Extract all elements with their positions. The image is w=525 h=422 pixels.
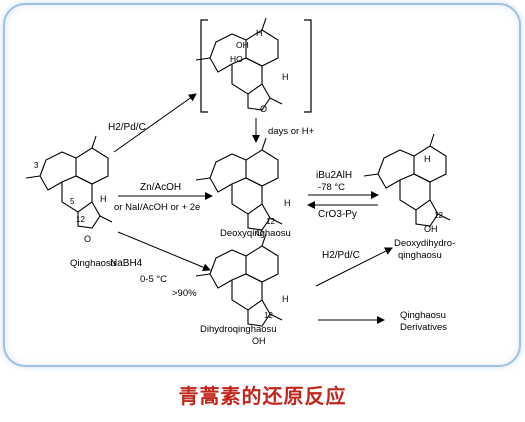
atom-oh-dihydro: OH: [252, 336, 266, 346]
label-qinghaosu: Qinghaosu: [70, 258, 116, 269]
label-derivatives-line2: Derivatives: [400, 322, 447, 333]
atom-number-12-deoxy: 12: [266, 217, 275, 226]
atom-ho-intermediate: HO: [230, 54, 243, 64]
atom-h-qinghaosu: H: [100, 194, 107, 204]
reagent-ibu2alh: iBu2AlH: [316, 170, 352, 181]
atom-h-deoxydihydro: H: [424, 154, 431, 164]
diagram-frame: [3, 3, 521, 367]
atom-h-dihydro: H: [282, 294, 289, 304]
arrow-qinghaosu-to-dihydro: [117, 231, 211, 272]
atom-number-12-qinghaosu: 12: [76, 215, 85, 224]
atom-carbonyl-o-deoxy: O: [256, 228, 263, 238]
atom-carbonyl-o-qinghaosu: O: [84, 234, 91, 244]
atom-h-intermediate-top: H: [256, 28, 263, 38]
label-dihydroqinghaosu: Dihydroqinghaosu: [200, 324, 277, 335]
reaction-scheme: H2/Pd/C days or H+ Zn/AcOH or NaI/AcOH o…: [25, 17, 455, 346]
reagent-yield-1: >90%: [172, 288, 197, 299]
atom-carbonyl-o-intermediate: O: [260, 104, 267, 114]
label-deoxyqinghaosu: Deoxyqinghaosu: [220, 228, 291, 239]
atom-number-3: 3: [34, 161, 39, 170]
reagent-h2pdc-right: H2/Pd/C: [322, 250, 360, 261]
atom-number-12-deoxydihydro: 12: [434, 211, 443, 220]
reagent-days-or-h: days or H+: [268, 126, 315, 137]
arrow-qinghaosu-to-intermediate: [113, 93, 197, 153]
reagent-nabh4: NaBH4: [110, 258, 143, 269]
atom-number-12-dihydro: 12: [264, 311, 273, 320]
reagent-temp-1: 0-5 °C: [140, 274, 167, 285]
label-deoxydihydro-line2: qinghaosu: [398, 250, 442, 261]
atom-number-5: 5: [70, 197, 75, 206]
atom-h-intermediate: H: [282, 72, 289, 82]
label-deoxydihydro-line1: Deoxydihydro-: [394, 238, 455, 249]
atom-oh-intermediate: OH: [236, 40, 249, 50]
atom-oh-deoxydihydro: OH: [424, 224, 438, 234]
atom-h-deoxy: H: [284, 198, 291, 208]
reagent-nai-acoh: or NaI/AcOH or + 2e: [114, 202, 200, 213]
figure-caption: 青蒿素的还原反应: [178, 384, 347, 408]
reagent-temp-2: -78 °C: [318, 182, 345, 193]
reagent-h2pdc-top: H2/Pd/C: [108, 122, 146, 133]
arrow-dihydro-to-deoxydihydro: [315, 247, 393, 287]
intermediate-structure: [195, 17, 283, 111]
label-derivatives-line1: Qinghaosu: [400, 310, 446, 321]
qinghaosu-structure: [25, 135, 113, 229]
reagent-zn-acoh: Zn/AcOH: [140, 182, 181, 193]
intermediate-bracket: [200, 19, 312, 113]
reagent-cro3py: CrO3-Py: [318, 209, 357, 220]
